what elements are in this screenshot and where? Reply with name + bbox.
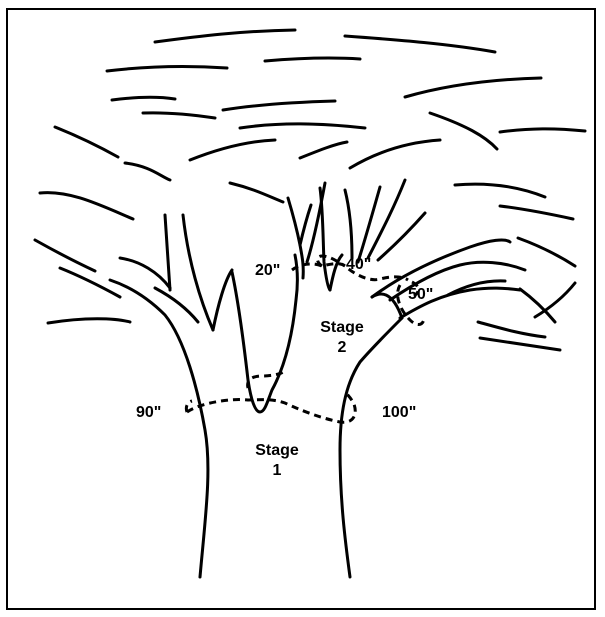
measure-label-50: 50" — [408, 286, 433, 304]
stage-1-number: 1 — [240, 461, 314, 481]
stage-1-word: Stage — [240, 441, 314, 461]
measure-label-90: 90" — [136, 404, 161, 422]
stage-2-number: 2 — [305, 338, 379, 358]
stage-1-label: Stage 1 — [240, 441, 314, 481]
measure-label-100: 100" — [382, 404, 416, 422]
measure-label-40: 40" — [346, 256, 371, 274]
stage-2-label: Stage 2 — [305, 318, 379, 358]
measure-label-20: 20" — [255, 262, 280, 280]
canopy-strokes — [35, 30, 585, 350]
stage-2-word: Stage — [305, 318, 379, 338]
trunk-and-branches — [110, 180, 525, 577]
